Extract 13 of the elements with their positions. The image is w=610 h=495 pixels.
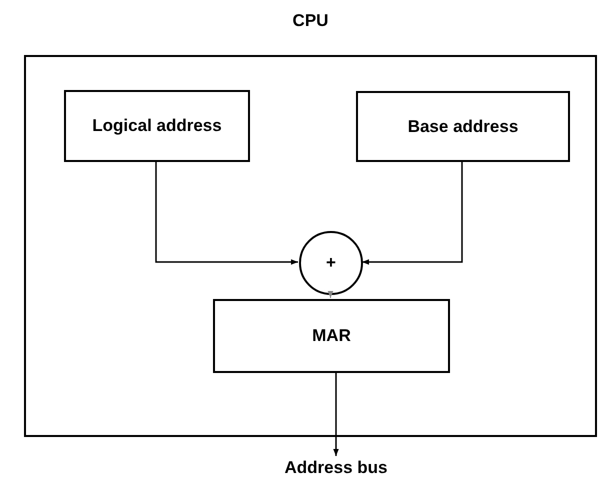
frame-title: CPU bbox=[292, 10, 328, 32]
process-box bbox=[64, 90, 250, 162]
arrow bbox=[333, 372, 339, 456]
arrow bbox=[328, 291, 334, 298]
arrow bbox=[155, 161, 298, 265]
process-box bbox=[213, 299, 450, 373]
process-box bbox=[356, 91, 570, 162]
node-label: Base address bbox=[408, 116, 518, 138]
node-label: MAR bbox=[312, 325, 351, 348]
node-label: + bbox=[326, 252, 336, 274]
arrow bbox=[362, 161, 463, 265]
node-label: Logical address bbox=[92, 115, 222, 138]
node-label: Address bus bbox=[284, 457, 388, 480]
